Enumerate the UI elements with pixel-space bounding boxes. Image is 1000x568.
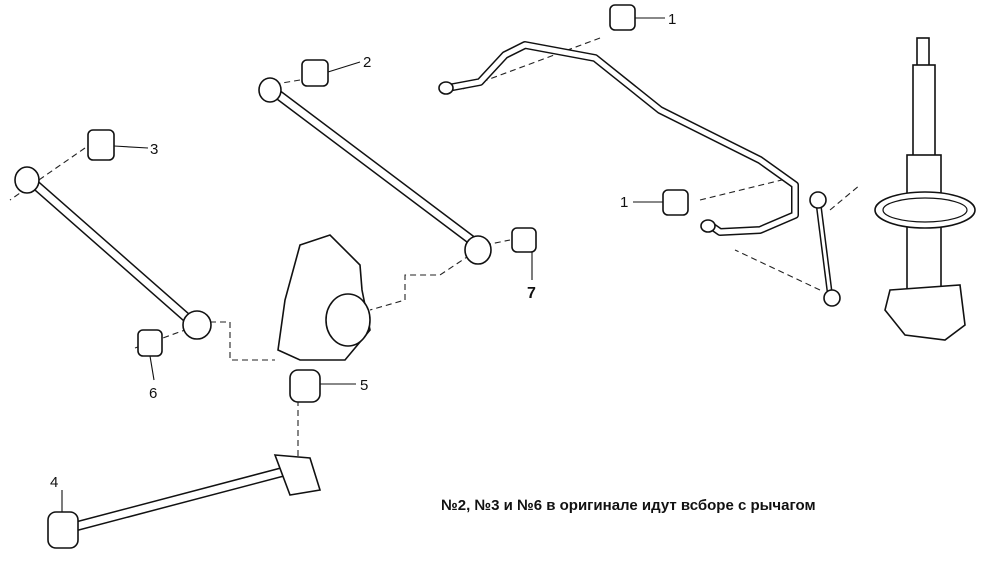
- callout-5: 5: [360, 377, 368, 394]
- bushing-2: [301, 59, 329, 87]
- bushing-1-top: [609, 4, 636, 31]
- callout-7: 7: [527, 285, 536, 302]
- bushing-1-mid: [662, 189, 689, 216]
- callout-3: 3: [150, 141, 158, 158]
- bushing-7: [511, 227, 537, 253]
- steering-knuckle: [277, 234, 371, 403]
- trailing-arm: [47, 454, 322, 549]
- callout-1-top: 1: [668, 11, 676, 28]
- bushings: [87, 4, 689, 357]
- stabilizer-bar: [438, 41, 799, 236]
- callout-1-mid: 1: [620, 194, 628, 211]
- strut-assembly: [874, 37, 976, 341]
- rear-arm: [14, 166, 212, 340]
- leader-lines: [61, 17, 665, 512]
- callout-2: 2: [363, 54, 371, 71]
- caption-note: №2, №3 и №6 в оригинале идут всборе с ры…: [441, 497, 816, 514]
- stabilizer-link: [809, 191, 841, 307]
- callout-4: 4: [50, 474, 58, 491]
- upper-arm: [258, 77, 492, 265]
- bushing-6: [137, 329, 163, 357]
- assembly-lines: [9, 37, 861, 460]
- callout-6: 6: [149, 385, 157, 402]
- bushing-3: [87, 129, 115, 161]
